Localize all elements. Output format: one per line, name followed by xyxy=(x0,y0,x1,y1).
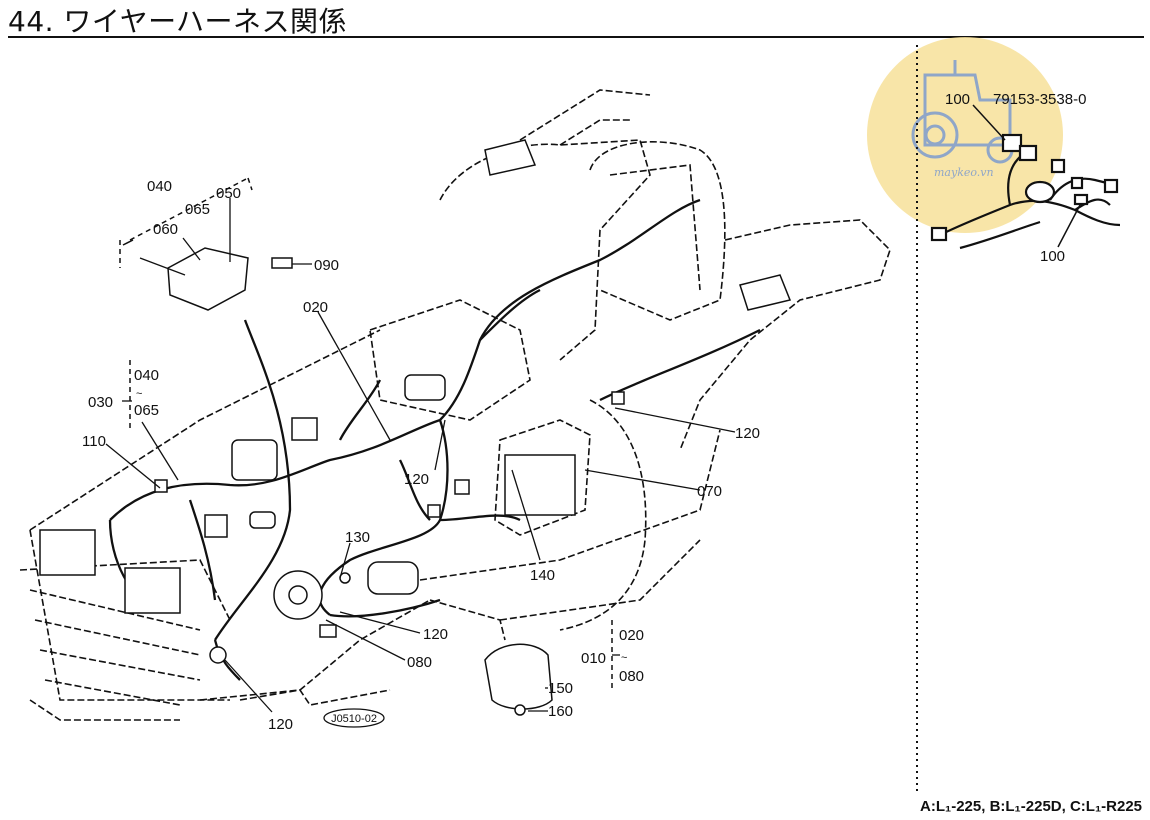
figure-code: J0510-02 xyxy=(331,713,377,725)
leader-lines xyxy=(105,198,736,713)
callout-065-side: 065 xyxy=(134,402,159,419)
callout-brackets xyxy=(119,177,613,690)
inset-label-bottom: 100 xyxy=(1040,248,1065,265)
figure-code-oval xyxy=(323,708,385,728)
callout-110: 110 xyxy=(82,433,106,450)
callout-020: 020 xyxy=(303,299,328,316)
page-title: 44. ワイヤーハーネス関係 xyxy=(8,5,348,38)
callout-070: 070 xyxy=(697,483,722,500)
callout-060: 060 xyxy=(153,221,178,238)
callout-140: 140 xyxy=(530,567,555,584)
range-tilde-left: ~ xyxy=(136,388,142,400)
watermark-circle xyxy=(867,37,1063,233)
callout-080-group: 080 xyxy=(619,668,644,685)
model-applicability-note: A:L₁-225, B:L₁-225D, C:L₁-R225 xyxy=(920,798,1142,815)
callout-080: 080 xyxy=(407,654,432,671)
inset-leader-top xyxy=(972,104,1006,141)
callout-065-top: 065 xyxy=(185,201,210,218)
callout-010: 010 xyxy=(581,650,606,667)
callout-020-group: 020 xyxy=(619,627,644,644)
main-wire-harness xyxy=(108,198,761,681)
callout-040-top: 040 xyxy=(147,178,172,195)
callout-030: 030 xyxy=(88,394,113,411)
inset-label-top: 100 xyxy=(945,91,970,108)
callout-120-lower: 120 xyxy=(423,626,448,643)
callout-050: 050 xyxy=(216,185,241,202)
callout-120-mid: 120 xyxy=(404,471,429,488)
callout-160: 160 xyxy=(548,703,573,720)
components xyxy=(39,139,792,716)
callout-090: 090 xyxy=(314,257,339,274)
callout-130: 130 xyxy=(345,529,370,546)
bracket-tick xyxy=(122,239,134,246)
title-underline xyxy=(8,36,1144,38)
callout-120-bottom: 120 xyxy=(268,716,293,733)
callout-040-side: 040 xyxy=(134,367,159,384)
watermark-text: maykeo.vn xyxy=(934,166,994,179)
watermark-tractor-icon xyxy=(911,60,1014,164)
range-tilde-right: ~ xyxy=(621,652,627,664)
tractor-body-outline xyxy=(19,89,891,721)
inset-leader-bottom xyxy=(1057,204,1081,248)
callout-120-right: 120 xyxy=(735,425,760,442)
inset-part-number: 79153-3538-0 xyxy=(993,91,1086,108)
callout-150: 150 xyxy=(548,680,573,697)
